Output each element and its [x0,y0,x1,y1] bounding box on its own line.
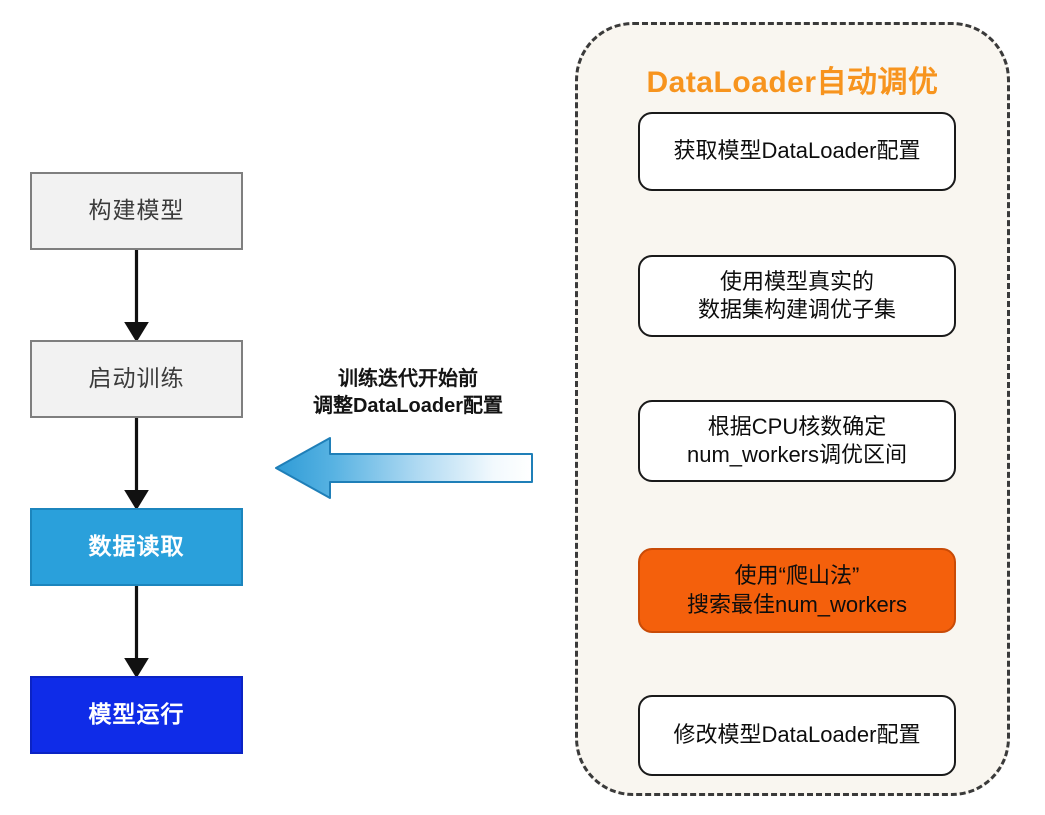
tune-step-line2: num_workers调优区间 [686,442,908,467]
tune-step-get-config[interactable]: 获取模型DataLoader配置 [638,112,956,191]
connector-arrow-label: 训练迭代开始前 调整DataLoader配置 [258,366,558,420]
flow-step-label: 启动训练 [88,365,185,392]
flow-step-label: 构建模型 [88,197,185,224]
tune-step-hill-climbing[interactable]: 使用“爬山法” 搜索最佳num_workers [638,548,956,633]
connector-arrow-label-line2: 调整DataLoader配置 [312,395,504,417]
flow-step-label: 数据读取 [88,533,185,560]
tune-step-line1: 获取模型DataLoader配置 [673,138,921,164]
tune-step-cpu-range[interactable]: 根据CPU核数确定 num_workers调优区间 [638,400,956,482]
tune-step-line1: 修改模型DataLoader配置 [673,722,921,748]
flow-step-data-read[interactable]: 数据读取 [30,508,243,586]
tune-step-build-subset[interactable]: 使用模型真实的 数据集构建调优子集 [638,255,956,337]
tune-step-line1: 使用“爬山法” [734,563,860,589]
feedback-arrow-left-icon [275,437,533,499]
flow-step-build-model[interactable]: 构建模型 [30,172,243,250]
panel-title: DataLoader自动调优 [646,66,939,99]
flow-step-label: 模型运行 [88,701,185,728]
flow-step-model-run[interactable]: 模型运行 [30,676,243,754]
tune-step-apply-config[interactable]: 修改模型DataLoader配置 [638,695,956,776]
tune-step-line2: 搜索最佳num_workers [686,591,908,617]
tune-step-line1: 使用模型真实的 [719,268,874,294]
connector-arrow-label-line1: 训练迭代开始前 [338,368,478,390]
tune-step-line1: 根据CPU核数确定 [707,413,887,439]
flow-step-start-training[interactable]: 启动训练 [30,340,243,418]
tune-step-line2: 数据集构建调优子集 [697,297,896,322]
